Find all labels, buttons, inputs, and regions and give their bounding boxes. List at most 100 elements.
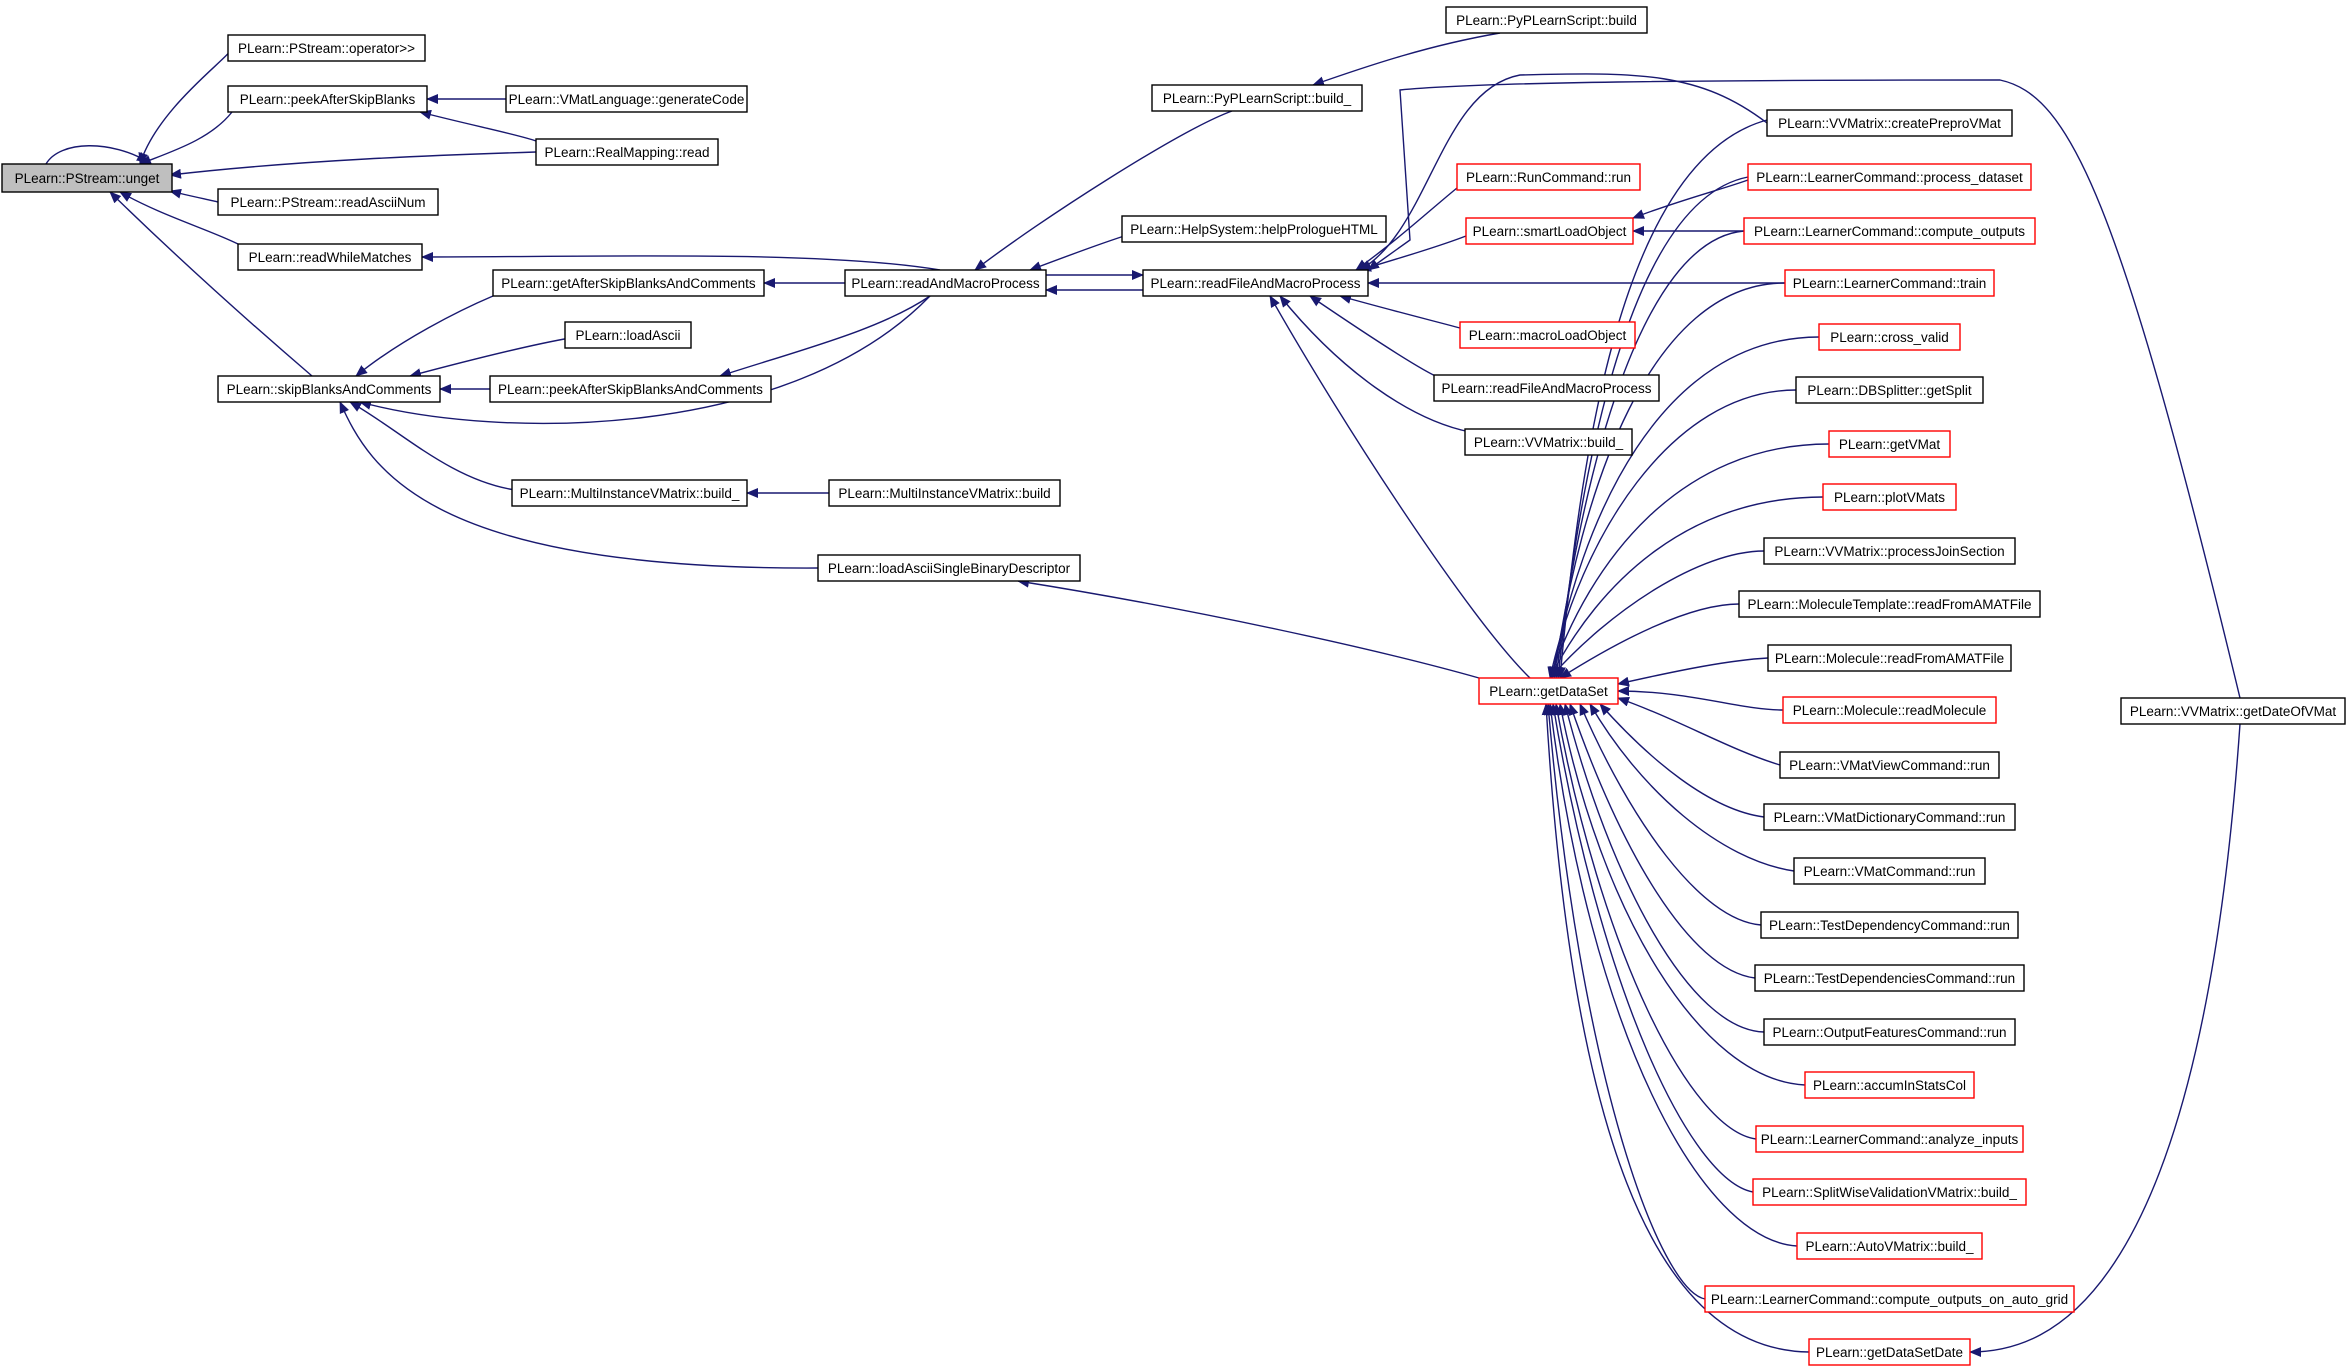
node-prepro[interactable]: PLearn::VVMatrix::createPreproVMat — [1766, 109, 2013, 137]
node-box — [1738, 590, 2041, 618]
node-getdateof[interactable]: PLearn::VVMatrix::getDateOfVMat — [2120, 697, 2346, 725]
node-box — [1465, 217, 1634, 245]
call-edge-getdataset — [1549, 703, 1754, 1193]
node-plotvmats[interactable]: PLearn::plotVMats — [1822, 483, 1957, 511]
node-mivbuild_[interactable]: PLearn::MultiInstanceVMatrix::build_ — [511, 479, 748, 507]
node-label: PLearn::DBSplitter::getSplit — [1807, 383, 1972, 398]
node-testdeps[interactable]: PLearn::TestDependenciesCommand::run — [1754, 964, 2025, 992]
node-box — [1763, 537, 2016, 565]
call-edge-getdataset — [1541, 703, 1810, 1353]
call-edge-getdataset — [1553, 703, 1757, 1140]
call-edge-getdataset — [1543, 703, 1706, 1300]
node-readmol[interactable]: PLearn::Molecule::readMolecule — [1782, 696, 1997, 724]
node-box — [844, 269, 1047, 297]
node-box — [828, 479, 1061, 507]
node-label: PLearn::plotVMats — [1834, 490, 1945, 505]
node-box — [1795, 376, 1984, 404]
node-readascii[interactable]: PLearn::PStream::readAsciiNum — [217, 188, 439, 216]
node-mivbuild[interactable]: PLearn::MultiInstanceVMatrix::build — [828, 479, 1061, 507]
node-readmacro[interactable]: PLearn::readAndMacroProcess — [844, 269, 1047, 297]
node-label: PLearn::VVMatrix::build_ — [1474, 435, 1624, 450]
node-loadbin[interactable]: PLearn::loadAsciiSingleBinaryDescriptor — [817, 554, 1081, 582]
node-readfilemacro[interactable]: PLearn::readFileAndMacroProcess — [1142, 269, 1369, 297]
node-box — [564, 321, 692, 349]
call-edge-readfilemacro — [1269, 295, 1531, 679]
node-pyscript_[interactable]: PLearn::PyPLearnScript::build_ — [1151, 84, 1363, 112]
call-edge-getdsdate — [1969, 723, 2241, 1357]
node-label: PLearn::MultiInstanceVMatrix::build — [838, 486, 1050, 501]
node-opshift[interactable]: PLearn::PStream::operator>> — [227, 34, 426, 62]
node-molamat[interactable]: PLearn::Molecule::readFromAMATFile — [1767, 644, 2012, 672]
node-compgrid[interactable]: PLearn::LearnerCommand::compute_outputs_… — [1704, 1285, 2075, 1313]
node-label: PLearn::TestDependenciesCommand::run — [1764, 971, 2015, 986]
node-skipbc[interactable]: PLearn::skipBlanksAndComments — [217, 375, 441, 403]
node-dbsplit[interactable]: PLearn::DBSplitter::getSplit — [1795, 376, 1984, 404]
node-box — [1796, 1232, 1983, 1260]
node-box — [1808, 1338, 1971, 1366]
node-label: PLearn::smartLoadObject — [1473, 224, 1627, 239]
node-realmap[interactable]: PLearn::RealMapping::read — [535, 138, 719, 166]
node-vmatcmd[interactable]: PLearn::VMatCommand::run — [1793, 857, 1986, 885]
node-box — [1747, 163, 2032, 191]
node-compout[interactable]: PLearn::LearnerCommand::compute_outputs — [1743, 217, 2036, 245]
node-accum[interactable]: PLearn::accumInStatsCol — [1804, 1071, 1975, 1099]
call-edge-getdataset — [1617, 696, 1781, 766]
node-vvbuild_[interactable]: PLearn::VVMatrix::build_ — [1464, 428, 1633, 456]
call-edge-getdataset — [1547, 389, 1797, 679]
node-box — [1804, 1071, 1975, 1099]
node-readfilemacro2[interactable]: PLearn::readFileAndMacroProcess — [1433, 374, 1660, 402]
node-label: PLearn::RealMapping::read — [544, 145, 709, 160]
node-getdsdate[interactable]: PLearn::getDataSetDate — [1808, 1338, 1971, 1366]
call-edge-peekASBC — [719, 295, 931, 378]
node-peekASBC[interactable]: PLearn::peekAfterSkipBlanksAndComments — [489, 375, 772, 403]
node-label: PLearn::readWhileMatches — [249, 250, 412, 265]
node-box — [535, 138, 719, 166]
node-getvmat[interactable]: PLearn::getVMat — [1828, 430, 1951, 458]
node-autovm[interactable]: PLearn::AutoVMatrix::build_ — [1796, 1232, 1983, 1260]
node-box — [2120, 697, 2346, 725]
node-runcmd[interactable]: PLearn::RunCommand::run — [1456, 163, 1641, 191]
node-vmatdict[interactable]: PLearn::VMatDictionaryCommand::run — [1763, 803, 2016, 831]
node-helpsys[interactable]: PLearn::HelpSystem::helpPrologueHTML — [1121, 215, 1387, 243]
node-label: PLearn::getVMat — [1839, 437, 1941, 452]
node-splitwise[interactable]: PLearn::SplitWiseValidationVMatrix::buil… — [1752, 1178, 2027, 1206]
node-procdataset[interactable]: PLearn::LearnerCommand::process_dataset — [1747, 163, 2032, 191]
node-getASBC[interactable]: PLearn::getAfterSkipBlanksAndComments — [492, 269, 765, 297]
node-peekASB[interactable]: PLearn::peekAfterSkipBlanks — [227, 85, 428, 113]
node-box — [1121, 215, 1387, 243]
call-edge-unget — [139, 111, 233, 165]
call-edge-readwhile — [421, 251, 941, 271]
node-vmatview[interactable]: PLearn::VMatViewCommand::run — [1779, 751, 2000, 779]
node-label: PLearn::MultiInstanceVMatrix::build_ — [520, 486, 740, 501]
call-edge-unget — [169, 188, 219, 203]
node-box — [1433, 374, 1660, 402]
node-procjoin[interactable]: PLearn::VVMatrix::processJoinSection — [1763, 537, 2016, 565]
call-edge-getdataset — [1562, 703, 1765, 1033]
node-box — [227, 85, 428, 113]
node-label: PLearn::RunCommand::run — [1466, 170, 1631, 185]
node-label: PLearn::LearnerCommand::analyze_inputs — [1761, 1132, 2019, 1147]
call-edge-getdataset — [1546, 703, 1798, 1247]
node-readwhile[interactable]: PLearn::readWhileMatches — [237, 243, 423, 271]
node-analyze[interactable]: PLearn::LearnerCommand::analyze_inputs — [1755, 1125, 2024, 1153]
node-outfeat[interactable]: PLearn::OutputFeaturesCommand::run — [1763, 1018, 2016, 1046]
node-crossvalid[interactable]: PLearn::cross_valid — [1818, 323, 1961, 351]
node-label: PLearn::readFileAndMacroProcess — [1150, 276, 1360, 291]
node-vmatlang[interactable]: PLearn::VMatLanguage::generateCode — [505, 85, 748, 113]
call-edge-skipbc — [355, 295, 494, 377]
node-getdataset[interactable]: PLearn::getDataSet — [1478, 677, 1619, 705]
node-loadascii[interactable]: PLearn::loadAscii — [564, 321, 692, 349]
node-macroload[interactable]: PLearn::macroLoadObject — [1459, 321, 1636, 349]
node-box — [1754, 964, 2025, 992]
node-box — [817, 554, 1081, 582]
call-edge-getdataset — [1568, 703, 1756, 979]
node-testdep[interactable]: PLearn::TestDependencyCommand::run — [1760, 911, 2019, 939]
node-pyscript[interactable]: PLearn::PyPLearnScript::build — [1445, 6, 1648, 34]
node-smartload[interactable]: PLearn::smartLoadObject — [1465, 217, 1634, 245]
call-edge-readfilemacro — [1367, 79, 2241, 699]
node-train[interactable]: PLearn::LearnerCommand::train — [1784, 269, 1995, 297]
node-unget[interactable]: PLearn::PStream::unget — [1, 163, 173, 193]
node-label: PLearn::OutputFeaturesCommand::run — [1772, 1025, 2006, 1040]
node-moltempl[interactable]: PLearn::MoleculeTemplate::readFromAMATFi… — [1738, 590, 2041, 618]
node-label: PLearn::LearnerCommand::compute_outputs_… — [1711, 1292, 2068, 1307]
